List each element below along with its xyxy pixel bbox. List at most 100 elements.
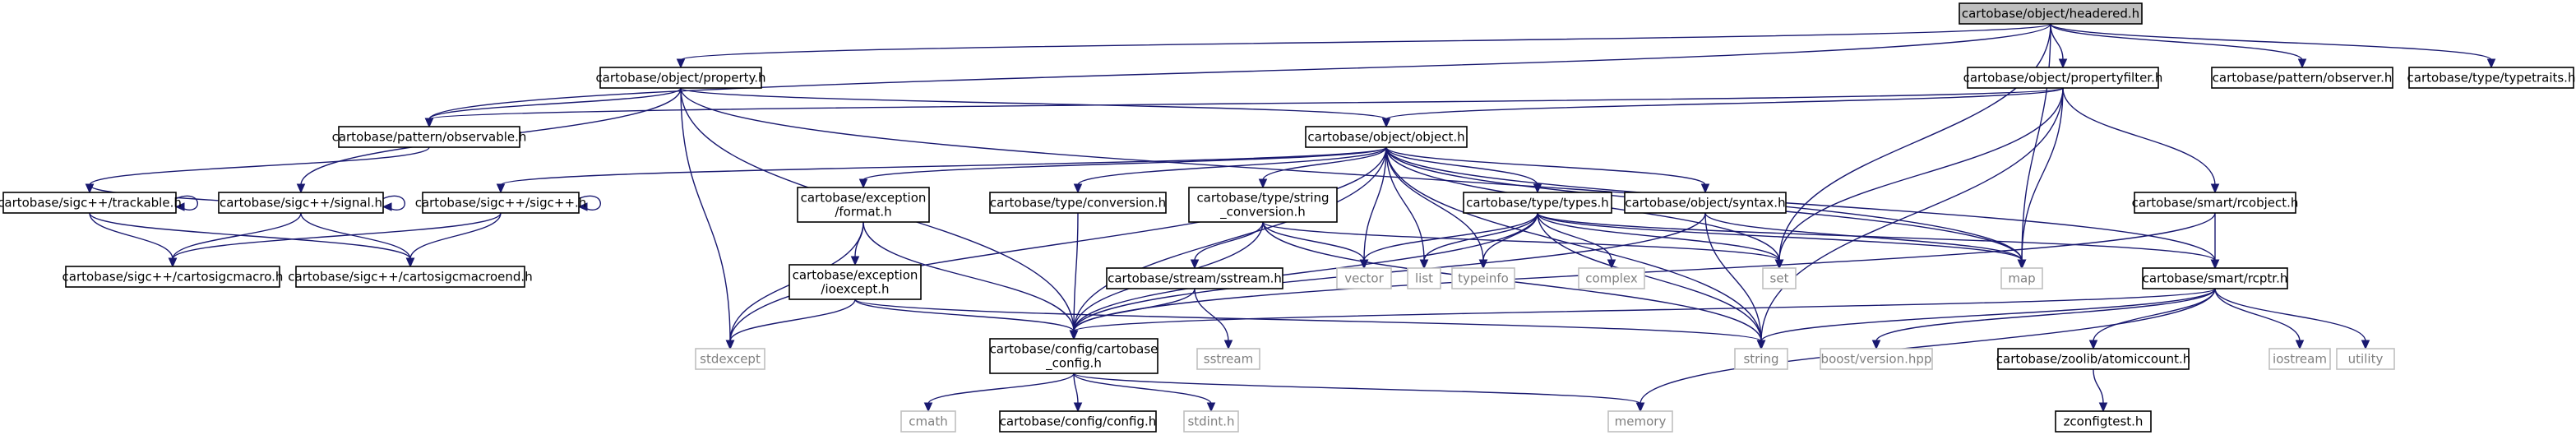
edge-types-to-list bbox=[1419, 212, 1538, 270]
edge-signal-to-signal bbox=[382, 195, 405, 211]
edge-rcobject-to-rcptr bbox=[2210, 212, 2220, 270]
node-cartosigcmacroend[interactable]: cartobase/sigc++/cartosigcmacroend.h bbox=[288, 266, 533, 288]
node-cartosigcmacro[interactable]: cartobase/sigc++/cartosigcmacro.h bbox=[62, 266, 284, 288]
edge-property-to-map bbox=[680, 87, 2027, 270]
node-label-memory: memory bbox=[1615, 414, 1667, 429]
node-exformat[interactable]: cartobase/exception/format.h bbox=[797, 187, 930, 223]
edges-layer bbox=[85, 23, 2496, 413]
node-label-cartosigcmacroend: cartobase/sigc++/cartosigcmacroend.h bbox=[288, 270, 532, 285]
node-label-typeinfo: typeinfo bbox=[1458, 271, 1509, 286]
edge-types-to-set bbox=[1537, 212, 1784, 270]
edge-syntax-to-map bbox=[1704, 212, 2027, 270]
node-typetraits[interactable]: cartobase/type/typetraits.h bbox=[2407, 67, 2576, 89]
edge-signal-to-cartosigcmacroend bbox=[300, 212, 415, 268]
node-object[interactable]: cartobase/object/object.h bbox=[1305, 126, 1468, 148]
node-sstream_h[interactable]: cartobase/stream/sstream.h bbox=[1106, 267, 1283, 289]
node-label-strconv-line1: cartobase/type/string bbox=[1196, 191, 1329, 206]
edge-propertyfilter-to-string bbox=[1756, 87, 2064, 350]
node-observable[interactable]: cartobase/pattern/observable.h bbox=[332, 126, 527, 148]
node-trackable[interactable]: cartobase/sigc++/trackable.h bbox=[0, 192, 182, 214]
node-label-utility: utility bbox=[2348, 352, 2384, 367]
node-cbconfig[interactable]: cartobase/config/cartobase_config.h bbox=[989, 338, 1159, 374]
node-rcptr[interactable]: cartobase/smart/rcptr.h bbox=[2142, 267, 2288, 289]
edge-object-to-stdexcept bbox=[725, 146, 1387, 350]
node-complex: complex bbox=[1578, 267, 1645, 289]
node-strconv[interactable]: cartobase/type/string_conversion.h bbox=[1188, 187, 1338, 223]
edge-cbconfig-to-configh bbox=[1073, 373, 1083, 413]
node-rcobject[interactable]: cartobase/smart/rcobject.h bbox=[2132, 192, 2299, 214]
node-label-property: cartobase/object/property.h bbox=[595, 71, 765, 86]
node-label-rcobject: cartobase/smart/rcobject.h bbox=[2132, 196, 2299, 211]
edge-object-to-syntax bbox=[1385, 146, 1710, 194]
node-vector: vector bbox=[1336, 267, 1392, 289]
edge-strconv-to-sstream_h bbox=[1190, 221, 1264, 270]
edge-rcptr-to-utility bbox=[2214, 288, 2370, 350]
edge-sigcpp-to-sigcpp bbox=[577, 195, 601, 211]
edge-object-to-strconv bbox=[1258, 146, 1387, 189]
node-label-exformat-line2: /format.h bbox=[835, 205, 891, 220]
node-sstream: sstream bbox=[1196, 348, 1260, 370]
edge-rcptr-to-boostversion bbox=[1871, 288, 2216, 350]
node-label-rcptr: cartobase/smart/rcptr.h bbox=[2143, 271, 2288, 286]
node-label-list: list bbox=[1415, 271, 1433, 286]
edge-object-to-string bbox=[1385, 146, 1766, 350]
node-map: map bbox=[2000, 267, 2043, 289]
edge-cbconfig-to-cmath bbox=[923, 373, 1075, 413]
edge-object-to-exformat bbox=[858, 146, 1387, 189]
node-types[interactable]: cartobase/type/types.h bbox=[1463, 192, 1612, 214]
node-observer[interactable]: cartobase/pattern/observer.h bbox=[2211, 67, 2393, 89]
node-syntax[interactable]: cartobase/object/syntax.h bbox=[1624, 192, 1787, 214]
node-label-strconv-line2: _conversion.h bbox=[1219, 205, 1306, 220]
edge-rcptr-to-iostream bbox=[2214, 288, 2305, 350]
edge-cbconfig-to-stdint bbox=[1073, 373, 1216, 413]
edge-headered-to-map bbox=[2017, 23, 2051, 270]
node-label-map: map bbox=[2008, 271, 2035, 286]
node-zconfigtest[interactable]: zconfigtest.h bbox=[2055, 410, 2152, 433]
node-set: set bbox=[1762, 267, 1797, 289]
node-headered[interactable]: cartobase/object/headered.h bbox=[1959, 2, 2143, 25]
node-conversion[interactable]: cartobase/type/conversion.h bbox=[989, 192, 1167, 214]
edge-ioexcept-to-cbconfig bbox=[854, 298, 1079, 340]
node-ioexcept[interactable]: cartobase/exception/ioexcept.h bbox=[789, 264, 922, 300]
node-atomiccount[interactable]: cartobase/zoolib/atomiccount.h bbox=[1996, 348, 2190, 370]
edge-strconv-to-vector bbox=[1262, 221, 1369, 270]
node-label-stdint: stdint.h bbox=[1187, 414, 1234, 429]
node-propertyfilter[interactable]: cartobase/object/propertyfilter.h bbox=[1963, 67, 2163, 89]
node-label-cmath: cmath bbox=[909, 414, 947, 429]
node-label-observable: cartobase/pattern/observable.h bbox=[332, 130, 527, 145]
node-label-exformat-line1: cartobase/exception bbox=[801, 191, 927, 206]
node-string: string bbox=[1734, 348, 1788, 370]
edge-trackable-to-cartosigcmacro bbox=[89, 212, 178, 268]
node-label-stdexcept: stdexcept bbox=[700, 352, 761, 367]
node-label-conversion: cartobase/type/conversion.h bbox=[990, 196, 1166, 211]
edge-atomiccount-to-zconfigtest bbox=[2093, 368, 2108, 413]
node-list: list bbox=[1407, 267, 1441, 289]
node-label-observer: cartobase/pattern/observer.h bbox=[2213, 71, 2393, 86]
edge-exformat-to-ioexcept bbox=[850, 221, 864, 266]
node-configh[interactable]: cartobase/config/config.h bbox=[999, 410, 1157, 433]
node-label-vector: vector bbox=[1344, 271, 1384, 286]
edge-headered-to-typetraits bbox=[2050, 23, 2496, 69]
node-label-cartosigcmacro: cartobase/sigc++/cartosigcmacro.h bbox=[62, 270, 284, 285]
node-label-ioexcept-line1: cartobase/exception bbox=[793, 268, 918, 283]
edge-object-to-conversion bbox=[1073, 146, 1387, 194]
node-label-set: set bbox=[1770, 271, 1789, 286]
node-property[interactable]: cartobase/object/property.h bbox=[595, 67, 766, 89]
node-label-ioexcept-line2: /ioexcept.h bbox=[821, 282, 889, 297]
node-label-cbconfig-line1: cartobase/config/cartobase bbox=[990, 342, 1159, 357]
edge-property-to-object bbox=[680, 87, 1391, 128]
edge-observable-to-trackable bbox=[85, 146, 430, 194]
node-sigcpp[interactable]: cartobase/sigc++/sigc++.h bbox=[415, 192, 587, 214]
edge-propertyfilter-to-observable bbox=[424, 87, 2064, 128]
node-label-propertyfilter: cartobase/object/propertyfilter.h bbox=[1963, 71, 2163, 86]
node-utility: utility bbox=[2336, 348, 2395, 370]
node-label-cbconfig-line2: _config.h bbox=[1045, 356, 1102, 372]
node-label-trackable: cartobase/sigc++/trackable.h bbox=[0, 196, 182, 211]
edge-rcptr-to-cbconfig bbox=[1069, 288, 2216, 340]
edge-strconv-to-set bbox=[1262, 221, 1784, 270]
edge-types-to-string bbox=[1537, 212, 1766, 350]
edge-rcptr-to-string bbox=[1756, 288, 2216, 350]
node-stdexcept: stdexcept bbox=[695, 348, 765, 370]
node-signal[interactable]: cartobase/sigc++/signal.h bbox=[218, 192, 384, 214]
